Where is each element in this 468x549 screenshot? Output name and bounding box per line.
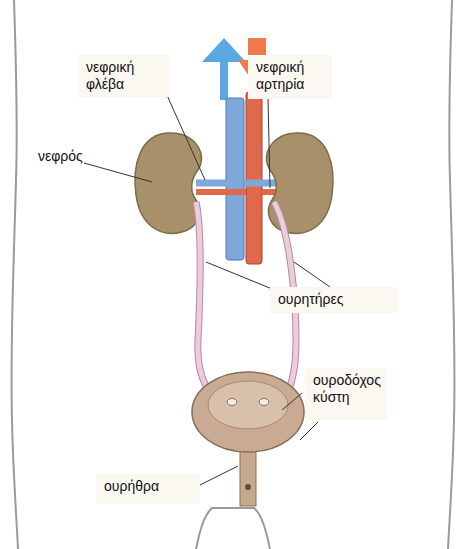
label-text: ουρητήρες xyxy=(278,291,390,308)
label-text: νεφρική φλέβα xyxy=(86,59,162,93)
left-ureter xyxy=(196,202,206,386)
aorta xyxy=(246,92,262,264)
label-text: νεφρική αρτηρία xyxy=(256,59,324,93)
label-text: ουροδόχος κύστη xyxy=(313,372,379,406)
ureter-opening xyxy=(259,399,269,406)
body-outline xyxy=(11,0,454,549)
label-text: ουρήθρα xyxy=(104,478,192,495)
vein-flow-arrow xyxy=(202,38,246,100)
urethra-sphincter xyxy=(245,484,251,490)
renal-artery xyxy=(196,189,276,195)
renal-vein xyxy=(196,180,276,187)
right-kidney xyxy=(266,133,332,233)
left-kidney xyxy=(135,133,201,233)
part-label: νεφρός xyxy=(38,148,83,165)
artery-label-box: νεφρική αρτηρία xyxy=(248,55,332,99)
vena-cava xyxy=(226,98,244,260)
bladder-inner xyxy=(208,381,288,429)
left-ureter-edge xyxy=(196,202,206,386)
urethra-label-box: ουρήθρα xyxy=(96,474,200,504)
bladder-label-box: ουροδόχος κύστη xyxy=(305,368,387,420)
ureter-opening xyxy=(227,399,237,406)
urethra-tube xyxy=(240,444,256,506)
vein-label-box: νεφρική φλέβα xyxy=(78,55,170,97)
ureter-label-box: ουρητήρες xyxy=(270,287,398,313)
bladder xyxy=(192,372,304,452)
